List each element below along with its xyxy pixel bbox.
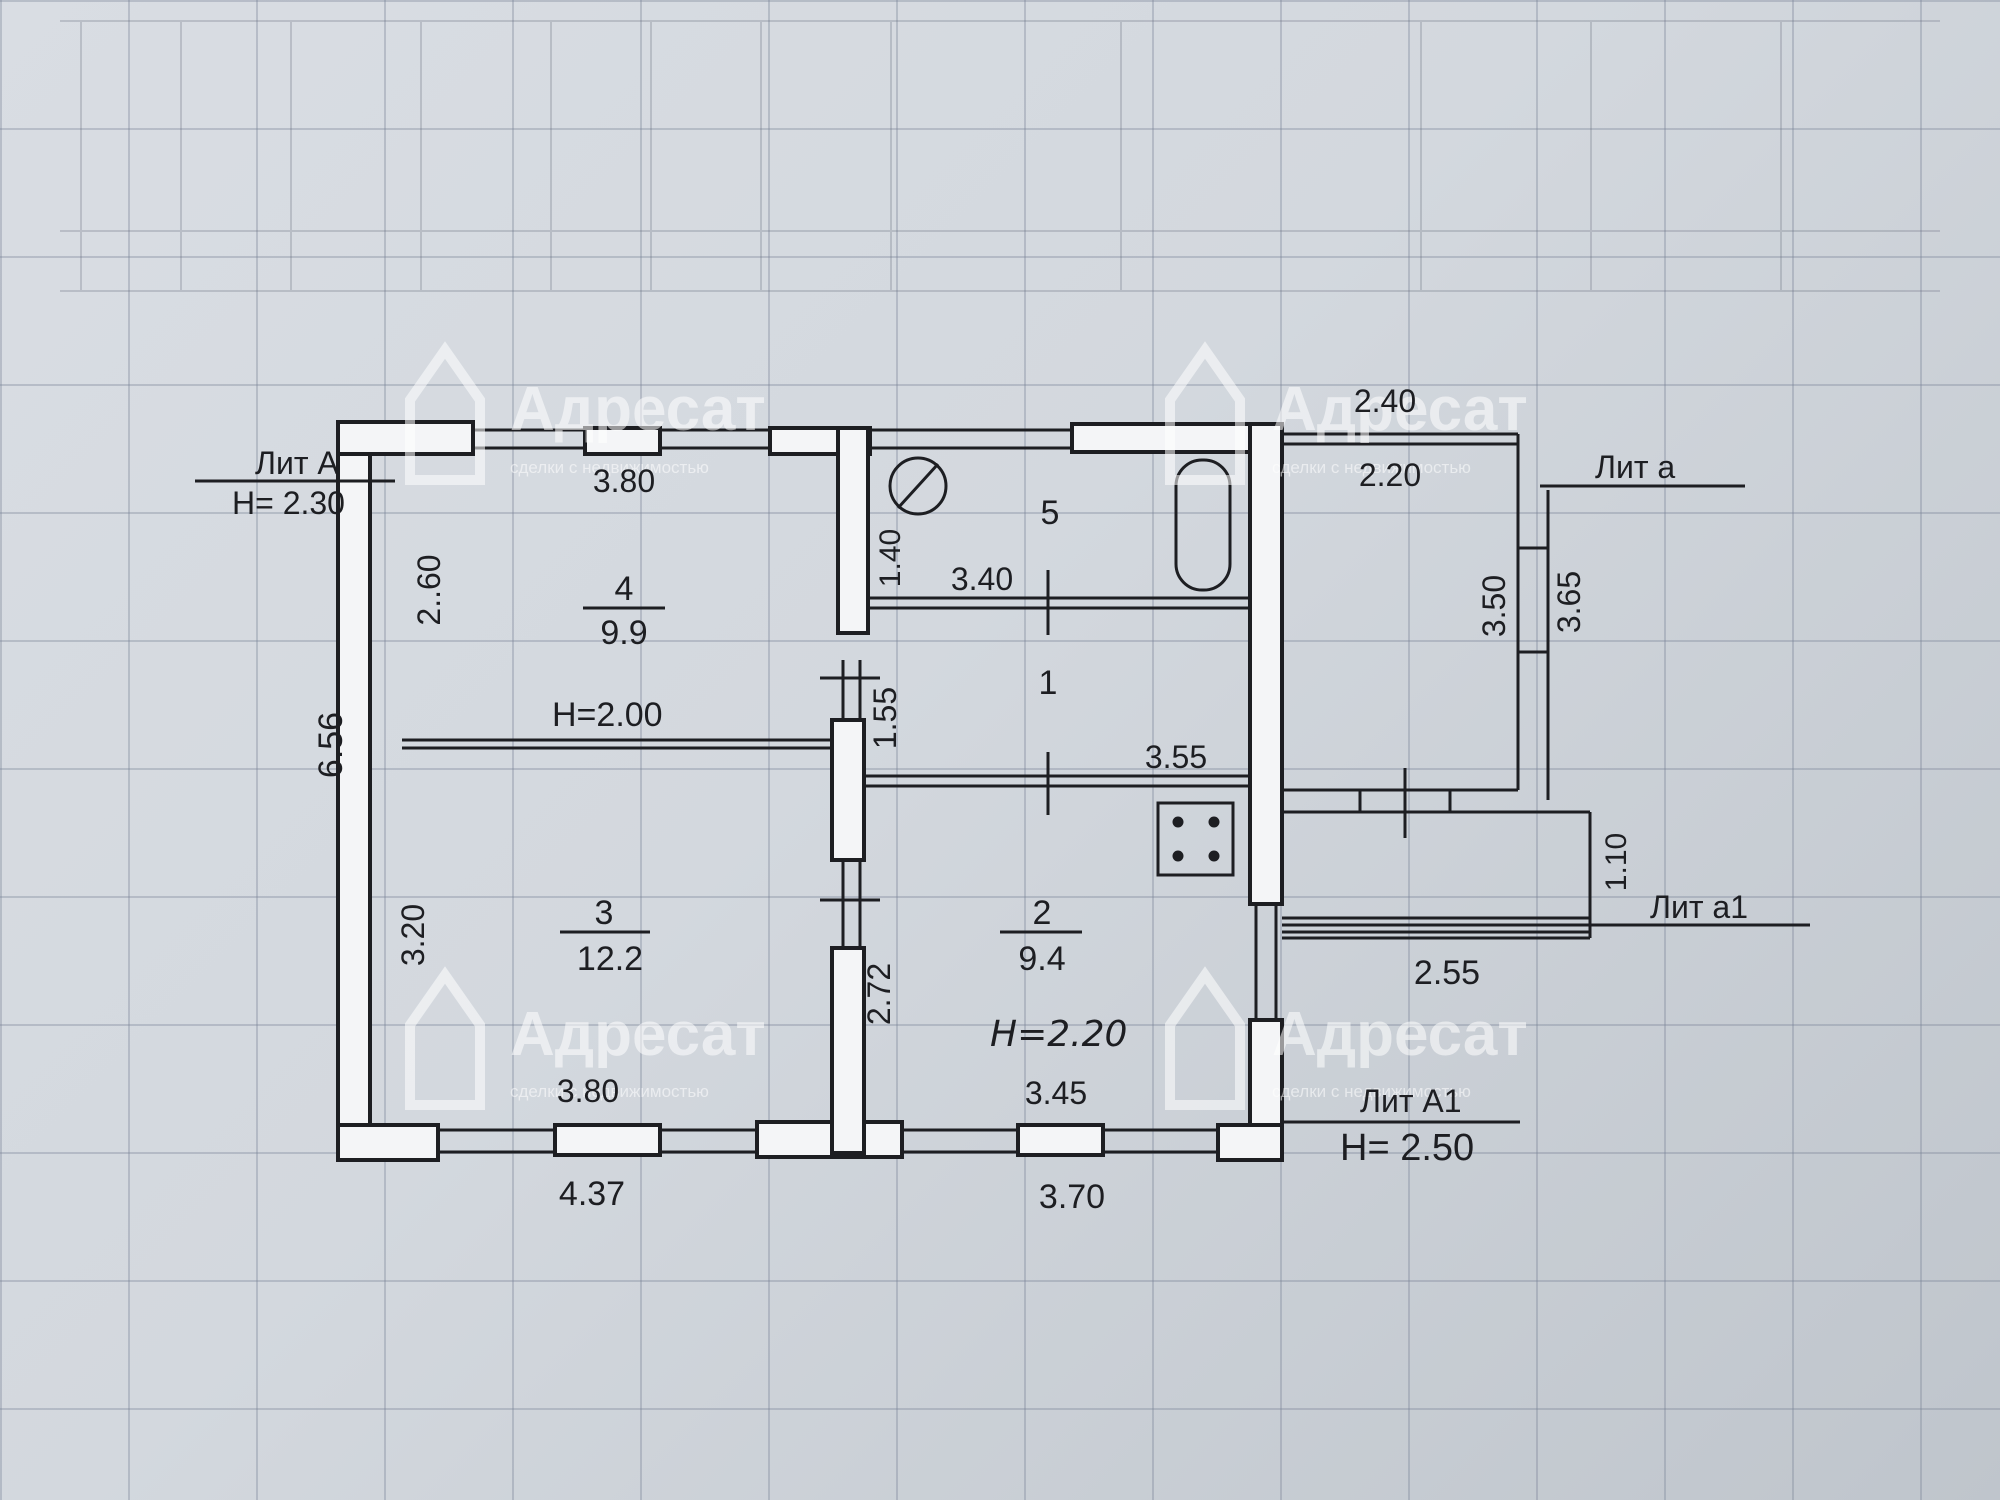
dim-355: 3.55: [1145, 739, 1207, 775]
window-sashes: [553, 426, 1105, 1157]
dim-272: 2.72: [861, 963, 897, 1025]
watermark-tagline: сделки с недвижимостью: [1272, 458, 1471, 477]
dim-656: 6.56: [312, 712, 350, 778]
bathtub-icon: [1174, 458, 1232, 592]
watermark-bottom-left: Адресат сделки с недвижимостью: [405, 966, 766, 1110]
lit-a1-label: Лит А1: [1360, 1083, 1462, 1119]
watermark-tagline: сделки с недвижимостью: [510, 1082, 709, 1101]
height-partition-label: H=2.00: [552, 696, 663, 734]
dim-365: 3.65: [1551, 571, 1587, 633]
height-kitchen-label: H=2.20: [990, 1014, 1127, 1055]
dim-140: 1.40: [874, 529, 907, 587]
dim-255: 2.55: [1414, 954, 1480, 992]
leader-lines: [195, 479, 1810, 1124]
room-3: 3 12.2: [560, 894, 650, 978]
height-a1-label: H= 2.50: [1340, 1127, 1474, 1169]
room-2: 2 9.4: [1000, 894, 1082, 978]
watermark-bottom-right: Адресат сделки с недвижимостью: [1165, 966, 1528, 1110]
watermark-tagline: сделки с недвижимостью: [510, 458, 709, 477]
room-number: 2: [1033, 894, 1052, 932]
room-area: 9.4: [1018, 940, 1065, 978]
dim-260: 2..60: [411, 554, 447, 625]
watermark-tagline: сделки с недвижимостью: [1272, 1082, 1471, 1101]
room-5: 5: [1041, 494, 1060, 532]
stove-icon: [1156, 801, 1235, 877]
interior-walls: [830, 426, 870, 1155]
room-number: 3: [595, 894, 614, 932]
watermark-top-right: Адресат сделки с недвижимостью: [1165, 341, 1528, 485]
right-wall-upper: [1248, 422, 1284, 906]
lit-a-label: Лит А: [255, 445, 339, 481]
watermark-brand: Адресат: [510, 375, 766, 444]
thin-partitions: [402, 570, 1250, 948]
watermark-brand: Адресат: [1272, 375, 1528, 444]
windows: [438, 428, 1278, 1154]
dim-380-bottom: 3.80: [557, 1073, 619, 1109]
watermark-brand: Адресат: [510, 1000, 766, 1069]
dim-320: 3.20: [395, 904, 431, 966]
faint-header-table: [60, 0, 1940, 330]
dim-380-top: 3.80: [593, 463, 655, 499]
porch-lit-a1: [1282, 810, 1592, 940]
room-number: 5: [1041, 494, 1060, 532]
room-4: 4 9.9: [583, 570, 665, 652]
dim-350: 3.50: [1476, 575, 1512, 637]
watermark-brand: Адресат: [1272, 1000, 1528, 1069]
partition-middle: [830, 718, 866, 862]
bottom-wall-left: [336, 1123, 440, 1162]
room-area: 9.9: [600, 614, 647, 652]
dim-155: 1.55: [867, 687, 903, 749]
dim-110: 1.10: [1600, 833, 1633, 891]
room-number: 4: [615, 570, 634, 608]
lit-a-small-label: Лит а: [1595, 449, 1675, 485]
room-1: 1: [1039, 664, 1058, 702]
veranda-lit-a: [1282, 432, 1560, 838]
dim-437: 4.37: [559, 1175, 625, 1213]
lit-a1-small-label: Лит а1: [1650, 889, 1748, 925]
bottom-wall-mid: [755, 1120, 904, 1159]
dim-240: 2.40: [1354, 383, 1416, 419]
dim-345: 3.45: [1025, 1075, 1087, 1111]
dim-220: 2.20: [1359, 457, 1421, 493]
partition-lower: [830, 946, 866, 1155]
height-a-label: H= 2.30: [232, 485, 345, 521]
boiler-icon: [888, 456, 948, 516]
dimensions: 3.80 2..60 6.56 3.20 3.80 4.37 1.40 3.40…: [312, 383, 1633, 1216]
left-wall: [336, 420, 372, 1162]
fixtures: [888, 456, 1235, 877]
bottom-wall-right: [1216, 1123, 1284, 1162]
room-area: 12.2: [577, 940, 643, 978]
partition-upper: [836, 426, 870, 635]
dim-370: 3.70: [1039, 1178, 1105, 1216]
room-number: 1: [1039, 664, 1058, 702]
watermark-top-left: Адресат сделки с недвижимостью: [405, 341, 766, 485]
dim-340: 3.40: [951, 561, 1013, 597]
